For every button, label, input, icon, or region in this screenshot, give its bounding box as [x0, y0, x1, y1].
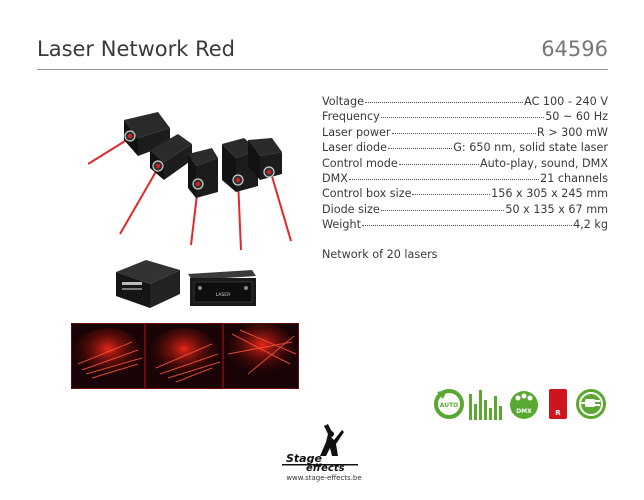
- brand-website[interactable]: www.stage-effects.be: [286, 474, 362, 482]
- spec-value: G: 650 nm, solid state laser: [453, 141, 608, 155]
- spec-value: 50 ~ 60 Hz: [545, 110, 608, 124]
- dot-leader: [361, 216, 573, 227]
- svg-text:Stage: Stage: [286, 452, 322, 465]
- spec-value: 4,2 kg: [573, 218, 608, 232]
- red-laser-icon: R: [549, 389, 567, 419]
- control-box-panel-text: LASER: [216, 292, 231, 298]
- dot-leader: [391, 124, 536, 134]
- spec-value: 50 x 135 x 67 mm: [505, 202, 608, 216]
- spec-label: Control mode: [322, 156, 398, 170]
- sound-control-icon: [469, 390, 502, 420]
- spec-row-diode-size: Diode size 50 x 135 x 67 mm: [322, 202, 608, 217]
- dot-leader: [364, 93, 524, 103]
- product-note: Network of 20 lasers: [322, 248, 438, 261]
- spec-value: 156 x 305 x 245 mm: [491, 187, 608, 201]
- spec-row-voltage: Voltage AC 100 - 240 V: [322, 94, 608, 109]
- svg-text:DMX: DMX: [516, 408, 532, 415]
- spec-list: Voltage AC 100 - 240 V Frequency 50 ~ 60…: [322, 94, 608, 233]
- product-code: 64596: [541, 37, 608, 61]
- spec-label: Control box size: [322, 187, 412, 201]
- spec-label: Frequency: [322, 110, 380, 124]
- spec-label: Laser diode: [322, 141, 387, 155]
- power-plug-icon: [576, 389, 606, 419]
- dot-leader: [398, 155, 479, 165]
- header-divider: [37, 69, 608, 70]
- spec-row-frequency: Frequency 50 ~ 60 Hz: [322, 109, 608, 124]
- svg-text:effects: effects: [306, 463, 345, 474]
- spec-value: R > 300 mW: [536, 125, 608, 139]
- stage-effects-logo: Stage effects: [282, 424, 358, 474]
- dot-leader: [348, 170, 540, 181]
- svg-text:AUTO: AUTO: [440, 402, 459, 409]
- spec-label: DMX: [322, 172, 348, 186]
- spec-label: Voltage: [322, 95, 364, 108]
- spec-label: Diode size: [322, 202, 380, 216]
- spec-value: AC 100 - 240 V: [524, 95, 608, 108]
- control-box-image: LASER: [116, 260, 256, 308]
- product-title: Laser Network Red: [37, 37, 235, 61]
- spec-value: Auto-play, sound, DMX: [479, 156, 608, 170]
- laser-effect-photo: [72, 324, 298, 388]
- dmx-icon: DMX: [510, 391, 538, 419]
- spec-label: Weight: [322, 218, 361, 232]
- spec-row-laser-diode: Laser diode G: 650 nm, solid state laser: [322, 140, 608, 155]
- laser-effect-photos: [71, 323, 299, 389]
- spec-value: 21 channels: [540, 172, 608, 186]
- dot-leader: [380, 201, 505, 211]
- spec-label: Laser power: [322, 125, 391, 139]
- spec-row-dmx: DMX 21 channels: [322, 171, 608, 186]
- dot-leader: [388, 139, 453, 150]
- svg-text:R: R: [555, 409, 561, 417]
- laser-heads-image: [88, 112, 292, 251]
- spec-row-laser-power: Laser power R > 300 mW: [322, 125, 608, 140]
- spec-row-weight: Weight 4,2 kg: [322, 217, 608, 232]
- spec-row-control-box-size: Control box size 156 x 305 x 245 mm: [322, 186, 608, 201]
- dot-leader: [412, 185, 491, 196]
- spec-row-control-mode: Control mode Auto-play, sound, DMX: [322, 156, 608, 171]
- dot-leader: [380, 108, 545, 119]
- auto-mode-icon: AUTO: [434, 389, 464, 419]
- feature-icons: AUTO DMX R: [434, 389, 606, 420]
